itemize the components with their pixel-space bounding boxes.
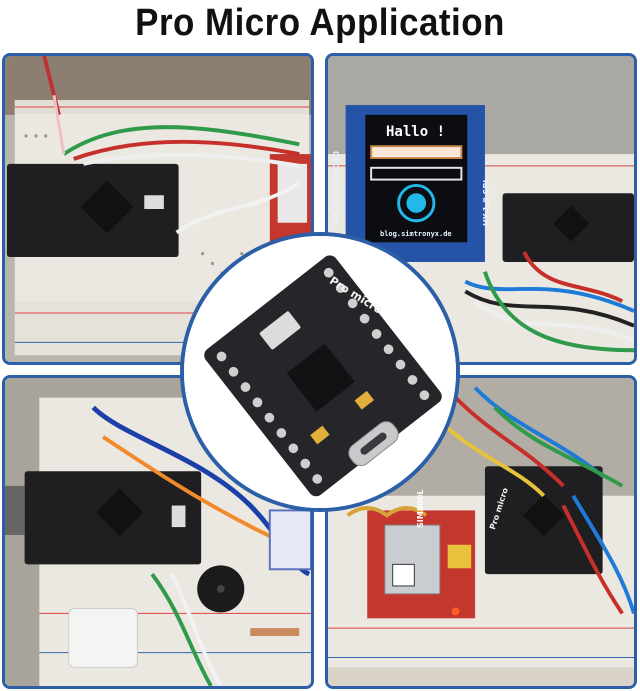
mcu-chip bbox=[286, 343, 355, 412]
gsm-module-scene bbox=[328, 378, 634, 686]
pro-micro-closeup bbox=[184, 236, 456, 508]
screen-greeting: Hallo ! bbox=[386, 124, 446, 140]
crystal bbox=[259, 311, 301, 350]
tft-module-label: SPI TFT 128x160 bbox=[332, 150, 341, 226]
hy-module-label: HY-1.8 SPI bbox=[482, 179, 491, 226]
screen-footer: blog.simtronyx.de bbox=[380, 230, 452, 238]
page-title: Pro Micro Application bbox=[135, 2, 505, 44]
photo-breadboard-relay bbox=[2, 53, 314, 365]
push-button bbox=[68, 608, 138, 668]
breadboard-relay-scene bbox=[5, 56, 311, 362]
buzzer-button-scene bbox=[5, 378, 311, 686]
product-closeup: Pro micro bbox=[180, 232, 460, 512]
